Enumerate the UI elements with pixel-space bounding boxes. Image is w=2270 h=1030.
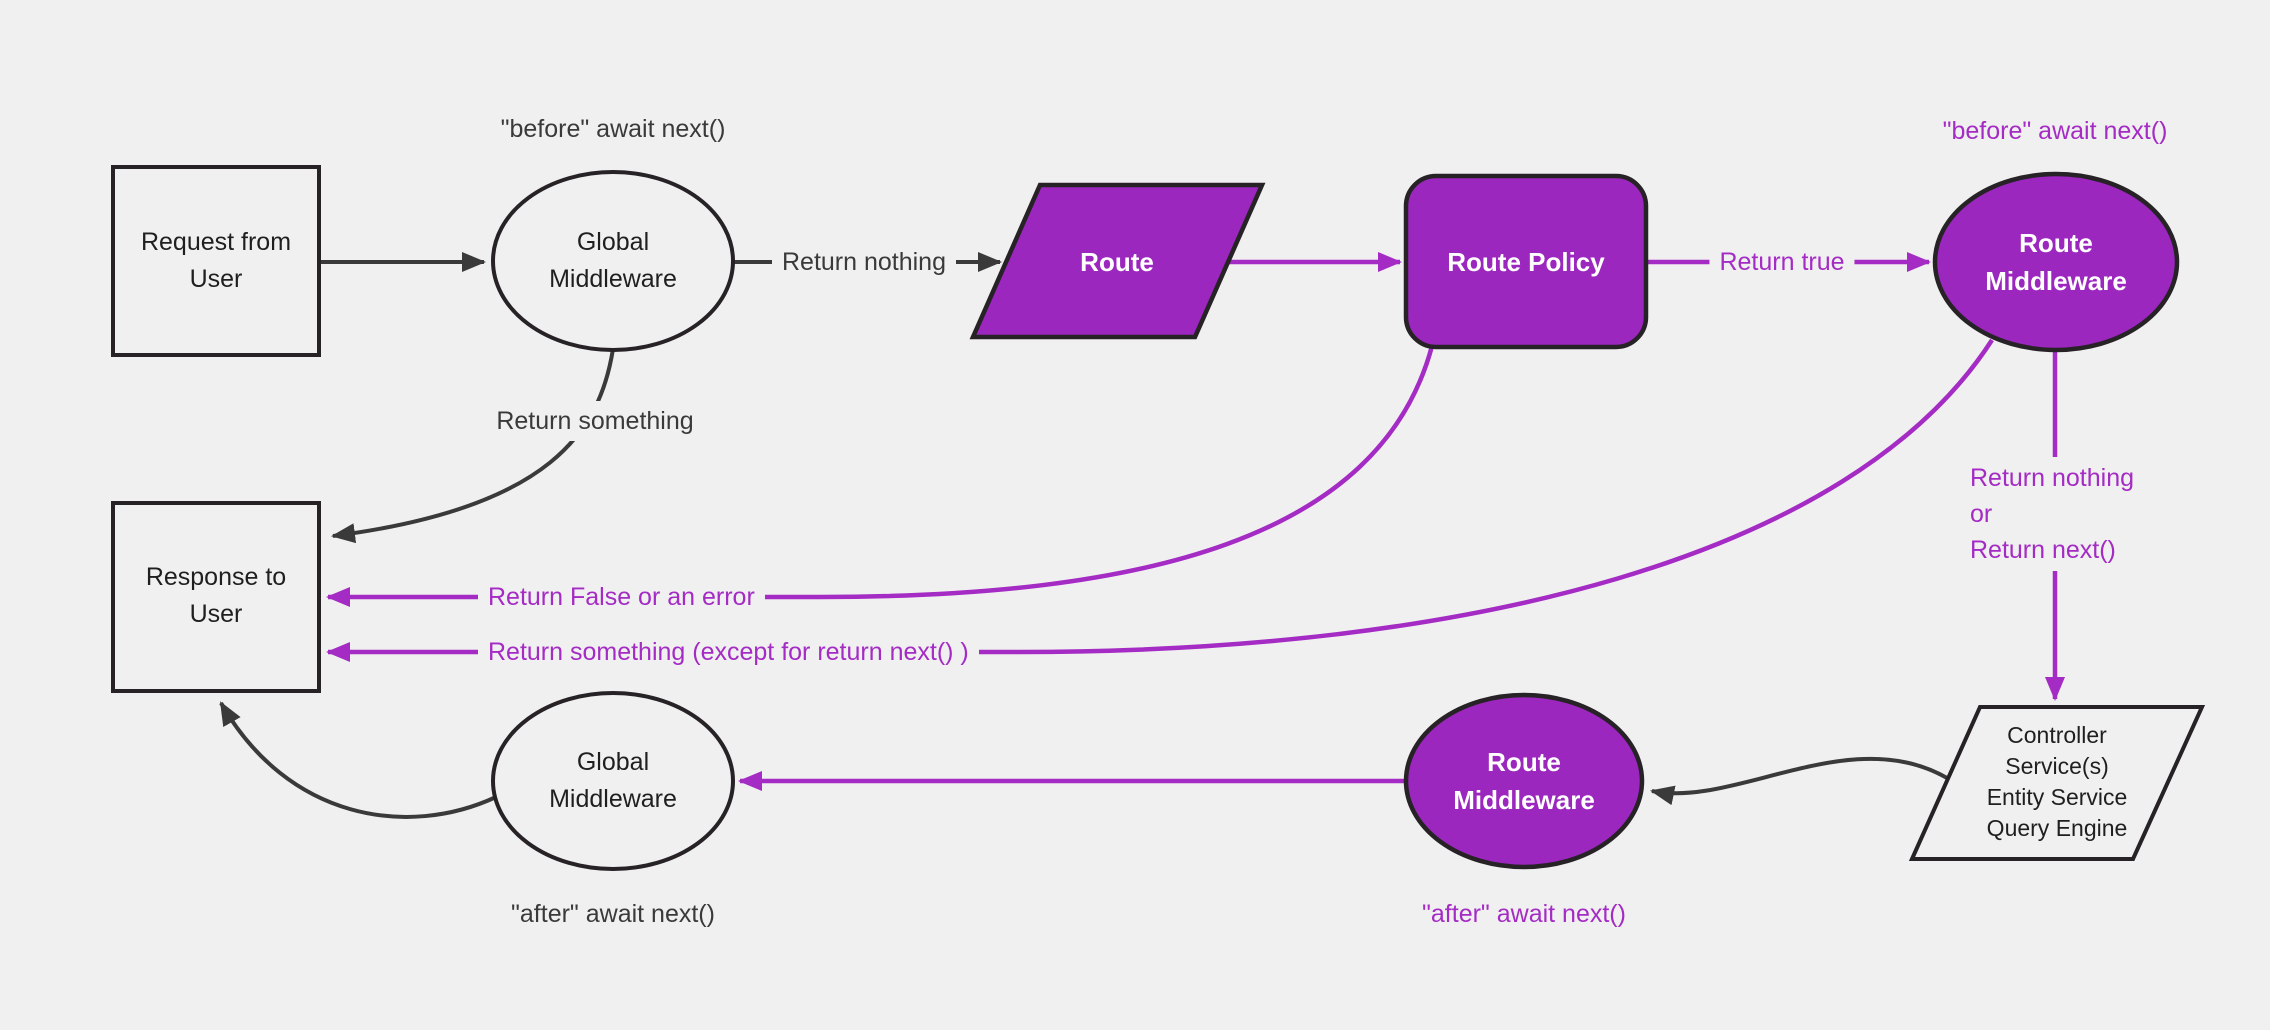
node-text-line: Global <box>576 748 650 776</box>
node-text-line: User <box>189 600 243 628</box>
edge-label-after-await-next-left: "after" await next() <box>511 900 715 928</box>
node-text-line: Route Policy <box>1447 247 1605 277</box>
node-controller-shape <box>1908 705 2206 861</box>
node-text-line: Middleware <box>549 265 677 293</box>
node-text-line: Middleware <box>1453 785 1595 815</box>
edge-label-return-something-except: Return something (except for return next… <box>478 632 979 672</box>
node-route-policy-label: Route Policy <box>1447 243 1604 281</box>
edge-label-return-false-or-error: Return False or an error <box>478 577 765 617</box>
node-route-middleware-top-shape <box>1932 171 2180 353</box>
edge-route-middleware-return-something-to-response <box>326 338 1994 662</box>
edge-label-return-something: Return something <box>486 401 704 441</box>
node-route-middleware-bottom-label: Route Middleware <box>1453 743 1595 819</box>
node-global-middleware-top-label: Global Middleware <box>549 224 677 298</box>
edge-label-return-nothing-or-next: Return nothing or Return next() <box>1960 457 2145 571</box>
edge-label-before-await-next-right: "before" await next() <box>1942 117 2168 145</box>
node-text-line: Entity Service <box>1986 784 2128 810</box>
edge-controller-to-route-middleware-bottom <box>1650 756 1948 806</box>
node-route-shape <box>969 182 1266 340</box>
node-response-to-user-label: Response to User <box>146 559 286 633</box>
edge-label-after-await-next-right: "after" await next() <box>1422 900 1626 928</box>
node-route-label: Route <box>1080 243 1154 281</box>
node-text-line: Request from <box>140 228 292 256</box>
node-text-line: Route <box>2019 228 2093 258</box>
edge-route-policy-return-false-to-response <box>326 345 1435 607</box>
edge-label-before-await-next-left: "before" await next() <box>500 115 726 143</box>
node-text-line: Global <box>576 228 650 256</box>
node-route-middleware-bottom-shape <box>1403 692 1645 870</box>
node-text-line: Middleware <box>1985 266 2127 296</box>
node-controller-label: Controller Service(s) Entity Service Que… <box>1987 720 2128 844</box>
node-request-from-user-label: Request from User <box>141 224 291 298</box>
node-response-to-user-shape <box>111 501 321 693</box>
node-global-middleware-bottom-shape <box>491 691 735 871</box>
node-global-middleware-bottom-label: Global Middleware <box>549 744 677 818</box>
node-text-line: Response to <box>145 563 287 591</box>
node-route-policy-shape <box>1403 173 1649 350</box>
edge-label-line: or <box>1970 500 1993 528</box>
edge-label-return-true: Return true <box>1709 242 1855 282</box>
edge-label-line: Return nothing <box>1970 464 2135 492</box>
node-text-line: Route <box>1487 747 1561 777</box>
node-text-line: Query Engine <box>1986 815 2128 841</box>
node-text-line: Route <box>1080 247 1154 277</box>
edge-global-middleware-bottom-to-response <box>219 701 497 819</box>
node-route-middleware-top-label: Route Middleware <box>1985 224 2127 300</box>
node-global-middleware-top-shape <box>491 170 735 352</box>
edge-global-middleware-return-something-to-response <box>331 348 615 544</box>
edge-label-return-nothing: Return nothing <box>771 242 957 282</box>
node-text-line: Controller <box>2007 722 2107 748</box>
node-text-line: Service(s) <box>2005 753 2109 779</box>
edge-label-line: Return next() <box>1970 536 2116 564</box>
node-request-from-user-shape <box>111 165 321 357</box>
node-text-line: User <box>189 265 243 293</box>
node-text-line: Middleware <box>549 785 677 813</box>
